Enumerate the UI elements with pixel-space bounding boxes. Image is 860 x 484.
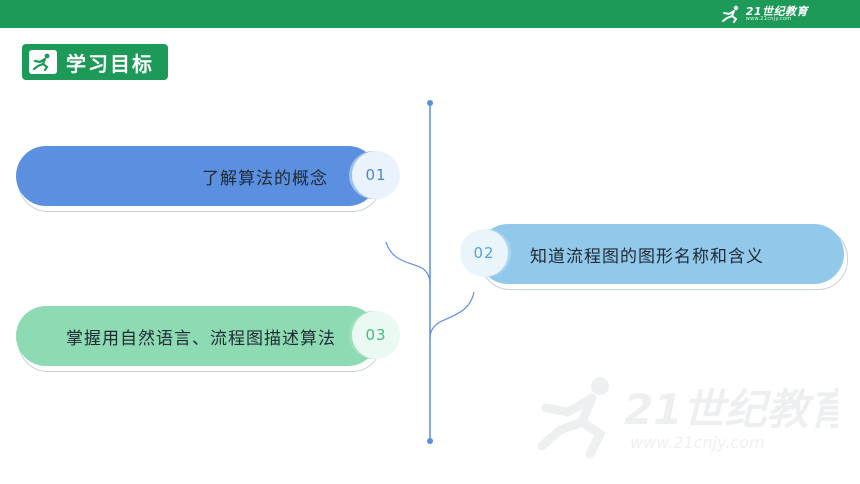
objective-3-pill: 掌握用自然语言、流程图描述算法 [16,306,378,366]
objective-2-number: 02 [460,229,508,277]
objective-2-pill: 知道流程图的图形名称和含义 [478,224,844,284]
brand-url: www.21cnjy.com [745,16,792,22]
objective-1-number: 01 [352,151,400,199]
brand-name: 21世纪教育 [745,5,808,18]
svg-text:21世纪教育: 21世纪教育 [624,385,838,434]
objective-2-text: 知道流程图的图形名称和含义 [530,246,764,267]
top-bar [0,0,860,28]
objective-3-text: 掌握用自然语言、流程图描述算法 [66,328,336,349]
brand-logo: 21世纪教育 www.21cnjy.com [721,4,808,24]
runner-logo-icon [721,5,738,23]
objective-1-pill: 了解算法的概念 [16,146,378,206]
section-title: 学习目标 [66,51,154,76]
watermark-logo-icon: 21世纪教育 www.21cnjy.com [538,377,838,458]
runner-icon [29,50,57,74]
objective-3-number: 03 [352,311,400,359]
objective-1-text: 了解算法的概念 [202,168,328,189]
section-title-badge: 学习目标 [22,44,168,80]
svg-text:www.21cnjy.com: www.21cnjy.com [630,433,765,452]
